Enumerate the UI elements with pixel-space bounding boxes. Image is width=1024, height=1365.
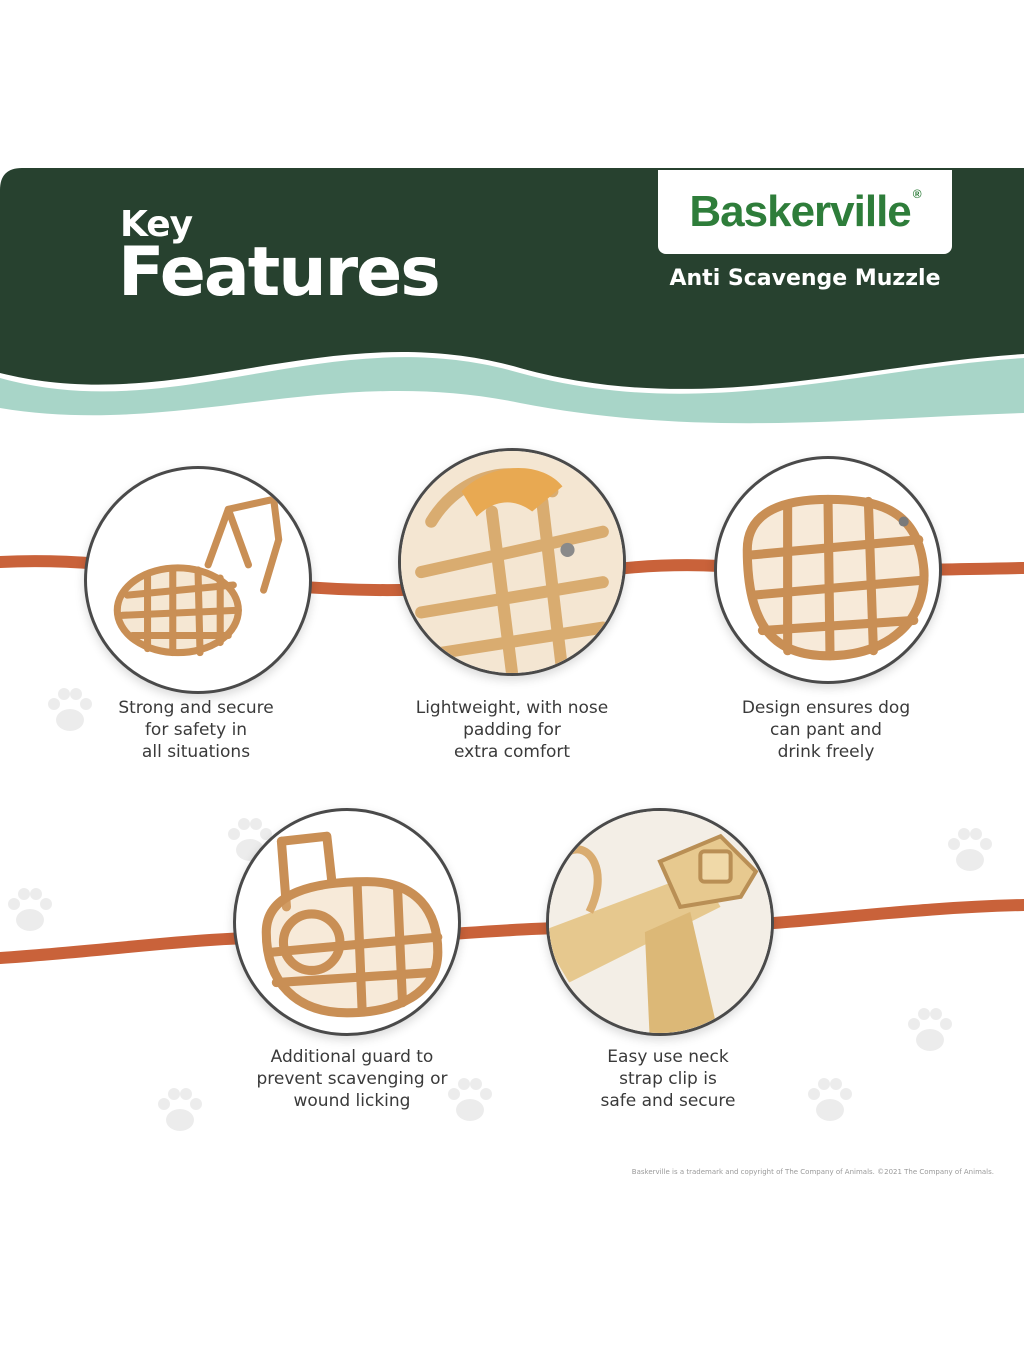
muzzle-side-illustration [113, 495, 283, 657]
paw-print-icon [948, 828, 992, 871]
feature-caption-5: Easy use neck strap clip is safe and sec… [600, 1047, 736, 1111]
brand-logo-box: Baskerville® [658, 170, 952, 254]
feature-caption-1: Strong and secure for safety in all situ… [118, 698, 274, 762]
feature-image-basket-front [714, 456, 942, 684]
product-name: Anti Scavenge Muzzle [669, 266, 941, 291]
legal-footer: Baskerville is a trademark and copyright… [631, 1168, 994, 1176]
nose-padding-illustration [401, 451, 623, 673]
paw-print-icon [48, 688, 92, 731]
connector-line-bottom [0, 899, 1024, 964]
registered-mark: ® [912, 187, 922, 201]
guard-insert-illustration [261, 831, 443, 1018]
title-key-word: Key [120, 204, 193, 245]
paw-print-icon [908, 1008, 952, 1051]
paw-print-icon [448, 1078, 492, 1121]
brand-name-text: Baskerville [689, 187, 911, 236]
brand-logo: Baskerville® [689, 187, 922, 237]
basket-front-illustration [742, 494, 929, 661]
feature-caption-2: Lightweight, with nose padding for extra… [415, 698, 609, 762]
paw-print-icon [158, 1088, 202, 1131]
strap-clip-illustration [549, 811, 771, 1033]
feature-image-full-muzzle [84, 466, 312, 694]
feature-image-nose-padding [398, 448, 626, 676]
feature-image-strap-clip [546, 808, 774, 1036]
mint-wave [0, 357, 1024, 424]
paw-print-icon [8, 888, 52, 931]
feature-caption-4: Additional guard to prevent scavenging o… [256, 1047, 448, 1111]
feature-caption-3: Design ensures dog can pant and drink fr… [741, 698, 911, 762]
paw-print-icon [808, 1078, 852, 1121]
feature-image-guard [233, 808, 461, 1036]
title-features-word: Features [118, 233, 441, 312]
